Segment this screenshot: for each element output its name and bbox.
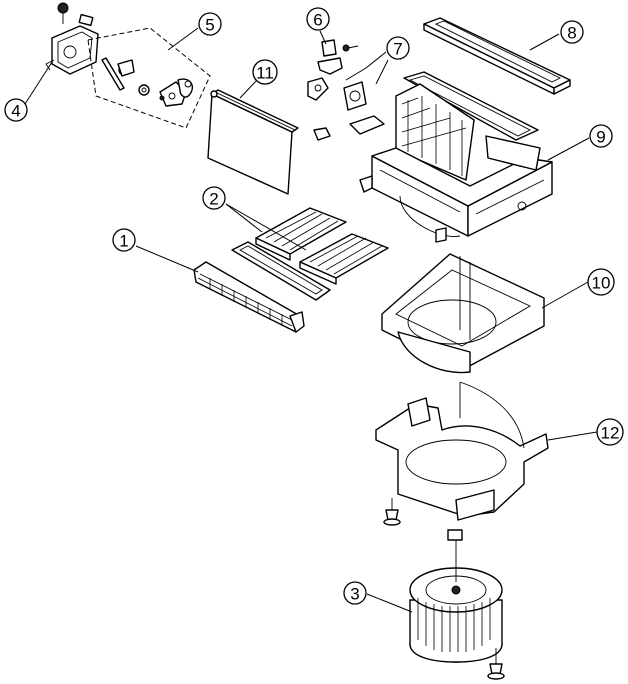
callout-10: 10	[587, 268, 615, 296]
part-12-blower-housing	[375, 381, 549, 526]
callout-6: 6	[306, 7, 330, 31]
leader-lines	[24, 27, 598, 613]
callout-4-label: 4	[11, 102, 20, 121]
callout-4: 4	[4, 98, 28, 122]
part-9-intake-case	[359, 71, 553, 243]
part-3-blower-motor	[409, 529, 505, 680]
callout-2: 2	[202, 186, 226, 210]
part-4-actuator	[45, 2, 99, 75]
callout-12-label: 12	[601, 424, 620, 443]
callout-2-label: 2	[209, 190, 218, 209]
callout-11: 11	[252, 59, 278, 85]
callout-10-label: 10	[592, 274, 611, 293]
part-8-gasket	[423, 17, 571, 95]
callout-3-label: 3	[350, 585, 359, 604]
callout-5: 5	[198, 12, 222, 36]
callout-8: 8	[560, 20, 584, 44]
callout-3: 3	[343, 581, 367, 605]
callout-6-label: 6	[313, 11, 322, 30]
part-10-duct	[381, 253, 545, 374]
callout-7-label: 7	[393, 40, 402, 59]
part-11-filter-frame	[207, 89, 299, 195]
part-5-linkage	[87, 27, 211, 129]
callout-12: 12	[596, 418, 624, 446]
part-2-filters	[231, 207, 389, 301]
callout-1: 1	[112, 228, 136, 252]
part-1-grille	[193, 261, 305, 333]
callout-1-label: 1	[119, 232, 128, 251]
callout-8-label: 8	[567, 24, 576, 43]
part-7-bracket	[343, 81, 385, 135]
part-6-clip	[307, 39, 359, 141]
callout-5-label: 5	[205, 16, 214, 35]
callout-9: 9	[589, 124, 613, 148]
callout-11-label: 11	[256, 64, 274, 83]
callout-9-label: 9	[596, 128, 605, 147]
callout-7: 7	[386, 36, 410, 60]
